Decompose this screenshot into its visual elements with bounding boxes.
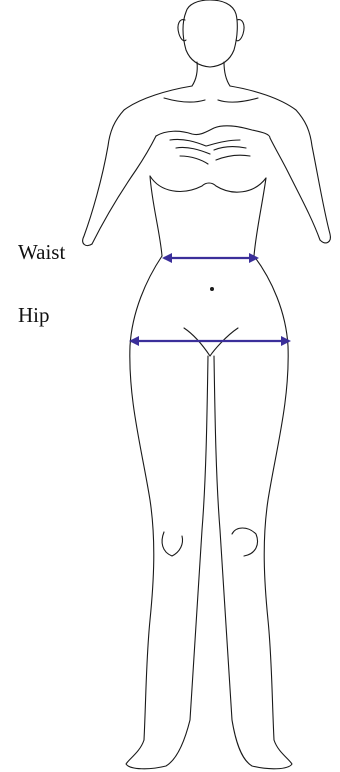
inner-leg-left — [190, 356, 208, 720]
hands — [156, 126, 270, 164]
navel — [210, 287, 214, 291]
left-ear — [178, 20, 186, 41]
left-arm-outer — [83, 146, 108, 246]
torso-left — [150, 176, 162, 256]
waist-label: Waist — [18, 242, 65, 263]
hip-label: Hip — [18, 305, 50, 326]
inner-leg-right — [214, 356, 232, 720]
collarbone-left — [164, 98, 205, 102]
underbust — [150, 176, 266, 192]
left-arm-inner — [92, 136, 156, 244]
head-outline — [183, 0, 237, 67]
neck-right — [224, 62, 230, 86]
left-foot — [126, 720, 190, 769]
left-hip-thigh — [130, 256, 162, 740]
right-shoulder — [230, 86, 312, 146]
collarbone-right — [218, 98, 258, 102]
right-arm-inner — [270, 138, 320, 240]
left-knee — [162, 532, 182, 556]
torso-right — [254, 178, 266, 256]
body-outline — [83, 0, 331, 769]
neck-left — [192, 62, 197, 86]
left-shoulder — [108, 86, 192, 146]
right-foot — [232, 720, 292, 769]
right-hip-thigh — [254, 256, 288, 740]
right-knee — [232, 528, 258, 556]
